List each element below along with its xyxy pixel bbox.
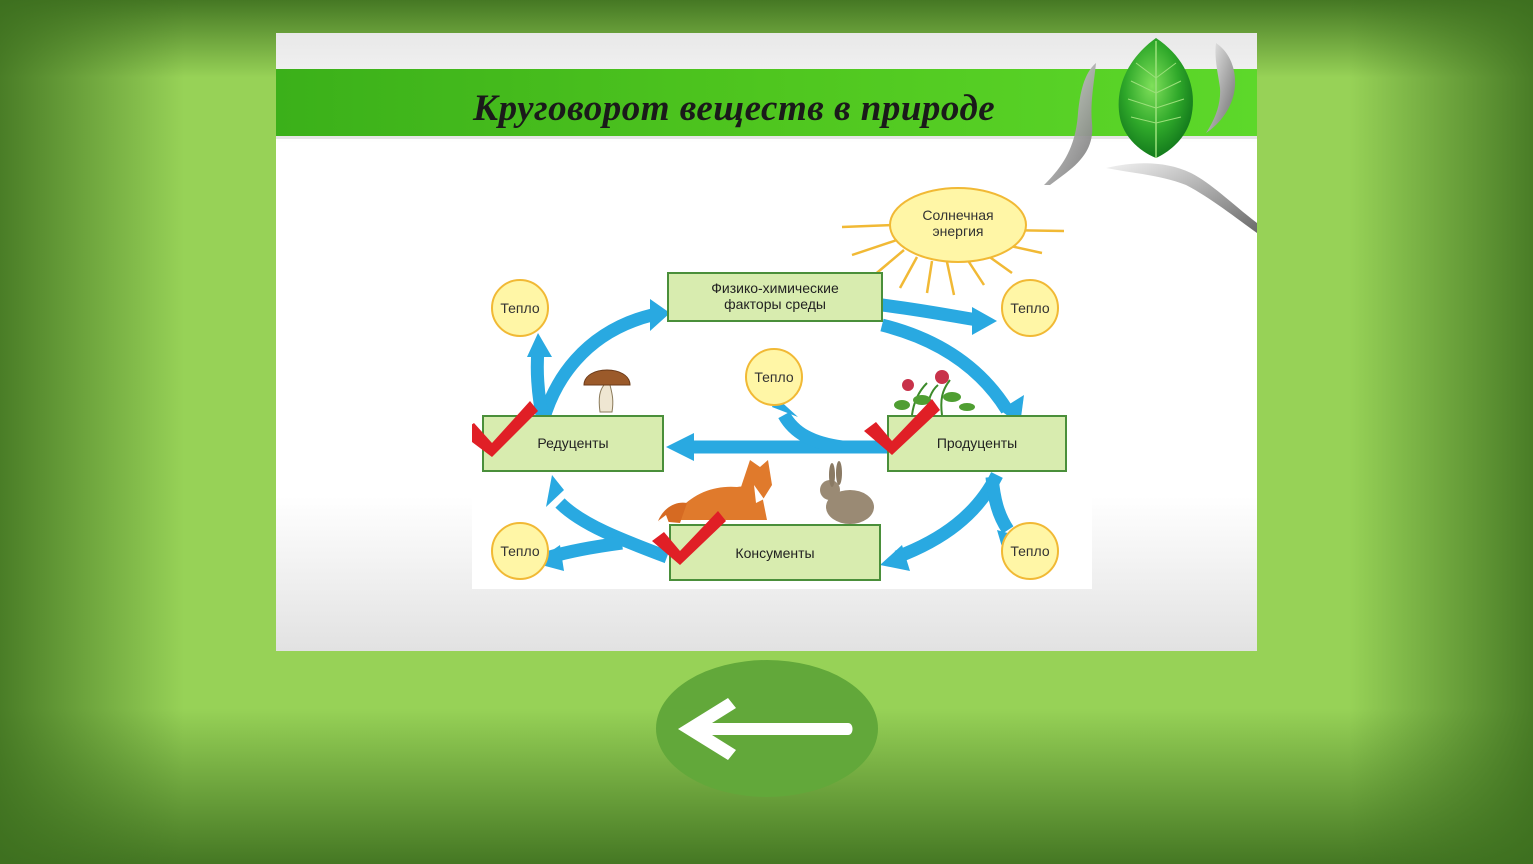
arrow-left-icon [678,698,853,760]
svg-text:Редуценты: Редуценты [537,435,608,451]
sun [889,187,1027,263]
back-button[interactable] [656,660,878,797]
rabbit-icon [820,461,874,524]
cycle-diagram: Солнечная энергия [472,185,1092,589]
svg-text:Физико-химические: Физико-химические [711,280,839,296]
check-icon-reducers [472,401,538,457]
clover-plant-icon [894,370,975,416]
mushroom-icon [583,369,631,413]
svg-text:Тепло: Тепло [500,543,539,559]
slide: Круговорот веществ в природе [276,33,1257,651]
factors-box: Физико-химические факторы среды [667,272,883,322]
svg-text:Тепло: Тепло [1010,543,1049,559]
check-icon-consumers [652,511,726,565]
sun-label-line1: Солнечная [922,207,993,223]
fox-icon [658,460,772,523]
sun-label-line2: энергия [933,223,984,239]
heat-node-center: Тепло [745,348,803,406]
heat-node-bottom-right: Тепло [1001,522,1059,580]
svg-text:Тепло: Тепло [1010,300,1049,316]
svg-text:Консументы: Консументы [735,545,814,561]
svg-text:Продуценты: Продуценты [937,435,1017,451]
svg-text:факторы среды: факторы среды [724,296,826,312]
heat-node-bottom-left: Тепло [491,522,549,580]
svg-text:Тепло: Тепло [500,300,539,316]
slide-title: Круговорот веществ в природе [473,88,996,129]
check-icon-producers [864,399,940,455]
leaf-hands-logo [1026,38,1257,233]
svg-text:Тепло: Тепло [754,369,793,385]
heat-node-top-left: Тепло [491,279,549,337]
heat-node-top-right: Тепло [1001,279,1059,337]
